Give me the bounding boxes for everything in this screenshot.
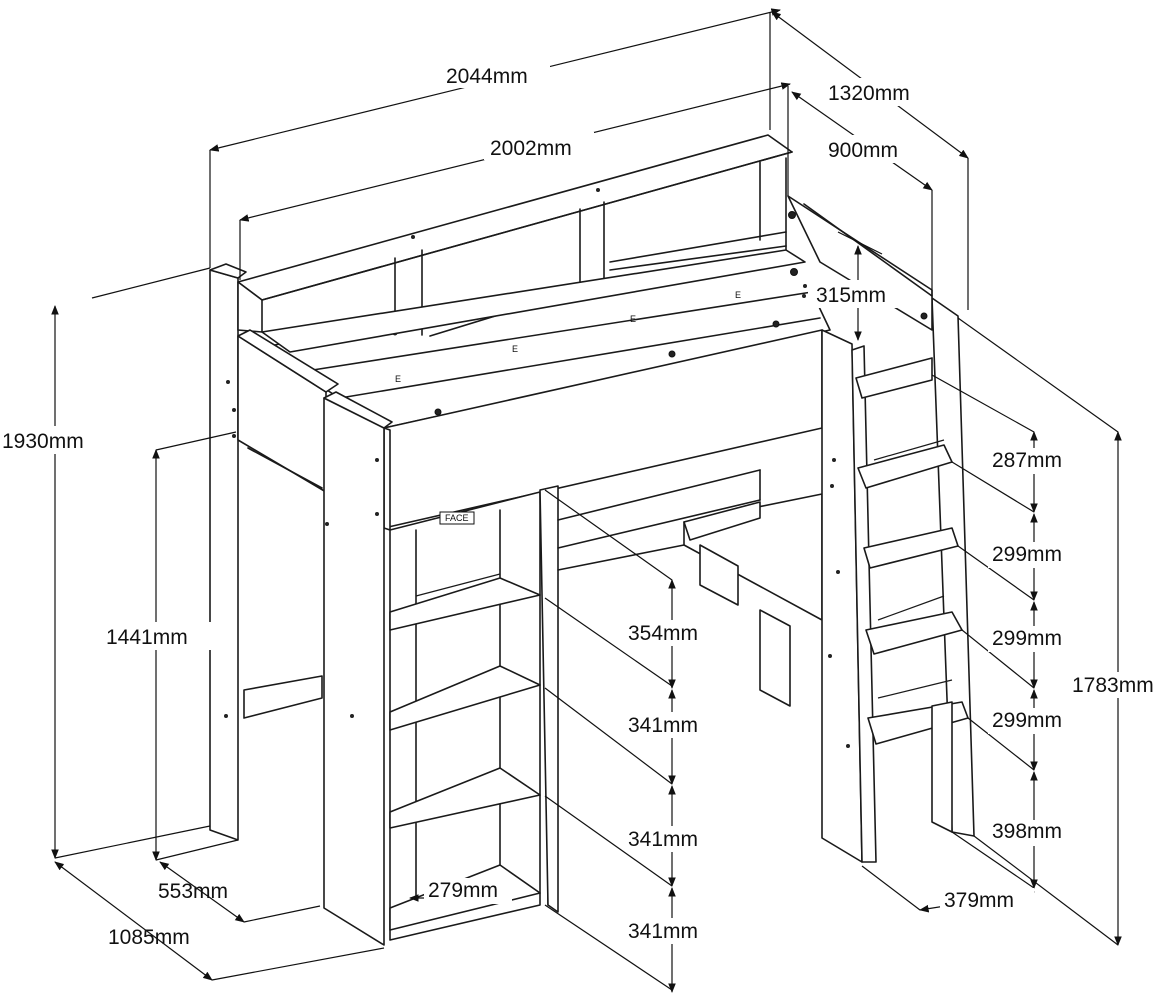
label-under-bed-height: 1441mm: [106, 626, 188, 649]
label-side-depth: 553mm: [158, 880, 228, 903]
label-ladder-total-height: 1783mm: [1072, 674, 1154, 697]
face-label-text: FACE: [445, 513, 469, 523]
dimension-labels: 2044mm 2002mm 1320mm 900mm 315mm 1930mm …: [0, 60, 1175, 949]
svg-text:E: E: [630, 314, 636, 324]
svg-text:E: E: [735, 290, 741, 300]
rear-left-post-side: [209, 263, 247, 279]
bookcase-unit: [389, 491, 549, 941]
svg-text:E: E: [395, 374, 401, 384]
label-inner-length: 2002mm: [490, 137, 572, 160]
face-label: FACE: [439, 511, 475, 525]
desk: [557, 469, 823, 707]
label-rail-height: 315mm: [816, 284, 886, 307]
label-ladder-step-3: 299mm: [992, 709, 1062, 732]
ladder: [851, 297, 975, 863]
label-bottom-depth: 1085mm: [108, 926, 190, 949]
label-total-length: 2044mm: [446, 65, 528, 88]
rear-left-post: [209, 269, 239, 841]
label-total-depth: 1320mm: [828, 82, 910, 105]
label-ladder-step-2: 299mm: [992, 627, 1062, 650]
left-lower-rail: [243, 675, 323, 719]
label-shelf-2: 341mm: [628, 714, 698, 737]
label-shelf-3: 341mm: [628, 828, 698, 851]
label-ladder-top-step: 287mm: [992, 449, 1062, 472]
bed-structure: E E E E FACE: [209, 134, 975, 946]
label-ladder-step-1: 299mm: [992, 543, 1062, 566]
label-inner-depth: 900mm: [828, 139, 898, 162]
label-shelf-depth: 279mm: [428, 879, 498, 902]
middle-post: [539, 485, 559, 913]
svg-text:E: E: [512, 344, 518, 354]
label-shelf-4: 341mm: [628, 920, 698, 943]
rear-rail: [261, 249, 806, 353]
label-ladder-width: 379mm: [944, 889, 1014, 912]
label-ladder-bottom-step: 398mm: [992, 820, 1062, 843]
front-left-upright: [323, 397, 385, 946]
label-total-height: 1930mm: [2, 430, 84, 453]
label-shelf-top: 354mm: [628, 622, 698, 645]
